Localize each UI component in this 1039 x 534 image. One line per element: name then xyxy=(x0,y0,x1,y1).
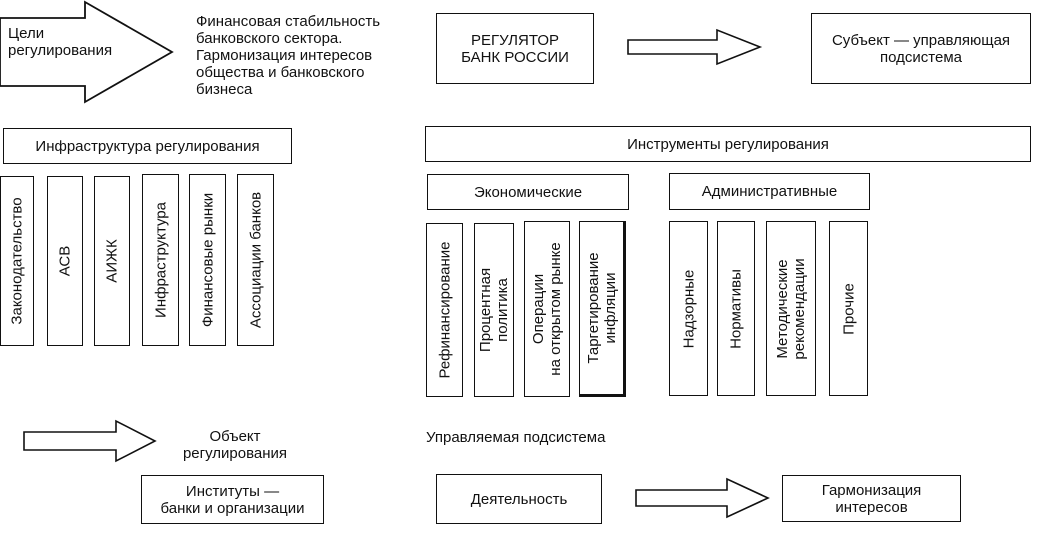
infrastructure-title-box: Инфраструктура регулирования xyxy=(3,128,292,164)
admin-item-other: Прочие xyxy=(829,221,868,396)
admin-item-standards: Нормативы xyxy=(717,221,755,396)
activity-box: Деятельность xyxy=(436,474,602,524)
regulator-box: РЕГУЛЯТОР БАНК РОССИИ xyxy=(436,13,594,84)
harmonization-box: Гармонизация интересов xyxy=(782,475,961,522)
goals-arrow-shape xyxy=(0,0,174,104)
admin-item-methodical-recommendations: Методические рекомендации xyxy=(766,221,816,396)
infra-item-legislation: Законодательство xyxy=(0,176,34,346)
administrative-title-box: Административные xyxy=(669,173,870,210)
regulator-to-subject-arrow xyxy=(627,28,763,66)
goals-text: Финансовая стабильность банковского сект… xyxy=(196,13,381,98)
activity-to-harmonization-arrow xyxy=(635,477,770,519)
goals-arrow-label: Цели регулирования xyxy=(8,25,113,59)
infra-item-financial-markets: Финансовые рынки xyxy=(189,174,226,346)
economic-item-open-market-operations: Операции на открытом рынке xyxy=(524,221,570,397)
object-arrow xyxy=(23,419,157,463)
institutions-box: Институты — банки и организации xyxy=(141,475,324,524)
managed-subsystem-label: Управляемая подсистема xyxy=(426,429,606,446)
object-label: Объект регулирования xyxy=(182,428,288,462)
infra-item-asv: АСВ xyxy=(47,176,83,346)
economic-item-inflation-targeting: Таргетирование инфляции xyxy=(579,221,626,397)
infra-item-infrastructure: Инфраструктура xyxy=(142,174,179,346)
economic-item-refinancing: Рефинансирование xyxy=(426,223,463,397)
subject-box: Субъект — управляющая подсистема xyxy=(811,13,1031,84)
admin-item-supervisory: Надзорные xyxy=(669,221,708,396)
economic-item-interest-policy: Процентная политика xyxy=(474,223,514,397)
infra-item-aizhk: АИЖК xyxy=(94,176,130,346)
economic-title-box: Экономические xyxy=(427,174,629,210)
infra-item-bank-associations: Ассоциации банков xyxy=(237,174,274,346)
instruments-title-box: Инструменты регулирования xyxy=(425,126,1031,162)
